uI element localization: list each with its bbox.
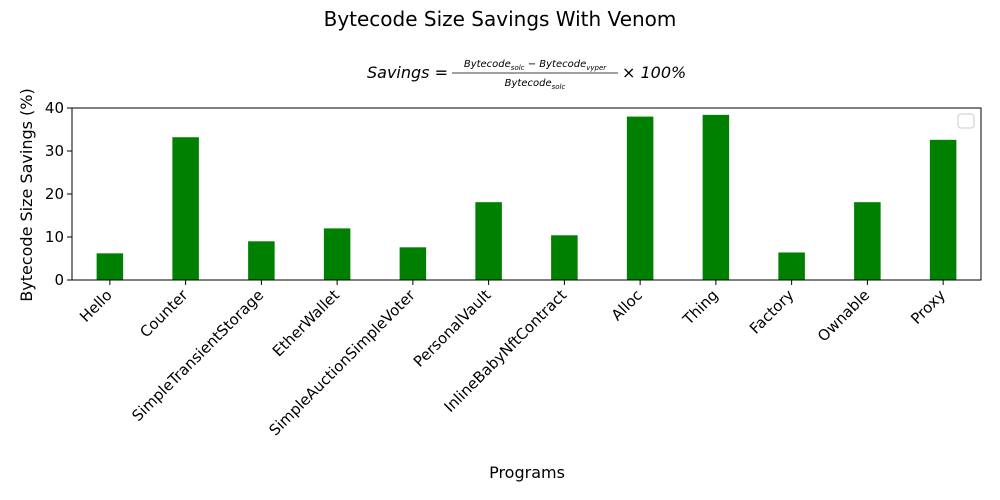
formula-denominator: Bytecodesolc — [505, 78, 566, 91]
formula-numerator: Bytecodesolc − Bytecodevyper — [464, 59, 607, 72]
x-tick-label: PersonalVault — [410, 286, 495, 371]
chart-title: Bytecode Size Savings With Venom — [324, 7, 677, 31]
bar-etherwallet — [323, 228, 351, 280]
bar-hello — [96, 253, 124, 280]
y-tick-label: 40 — [45, 99, 64, 117]
bar-personalvault — [475, 202, 502, 280]
x-tick-label: Counter — [136, 286, 192, 342]
x-tick-label: SimpleAuctionSimpleVoter — [265, 286, 419, 440]
x-tick-label: Thing — [679, 286, 722, 329]
bar-simpletransientstorage — [248, 241, 275, 280]
x-axis-label: Programs — [489, 463, 565, 482]
bar-factory — [778, 252, 805, 280]
x-tick-label: Alloc — [608, 286, 646, 324]
formula-subtitle: Savings = Bytecodesolc − Bytecodevyper B… — [367, 59, 686, 91]
x-tick-label: Factory — [746, 286, 798, 338]
bar-proxy — [929, 139, 957, 280]
bar-alloc — [626, 116, 654, 280]
legend-box — [957, 113, 975, 129]
bar-thing — [702, 114, 730, 280]
formula-suffix: × 100% — [622, 63, 686, 82]
x-tick-label: Proxy — [907, 286, 949, 328]
y-tick-label: 10 — [45, 228, 64, 246]
x-tick-label: InlineBabyNftContract — [440, 286, 570, 416]
bar-inlinebabynftcontract — [551, 235, 578, 280]
y-axis-label: Bytecode Size Savings (%) — [17, 88, 36, 301]
x-tick-label: Hello — [76, 286, 116, 326]
bar-ownable — [854, 202, 881, 280]
y-tick-label: 20 — [45, 185, 64, 203]
formula-lhs: Savings = — [367, 63, 448, 82]
axes-frame — [71, 107, 982, 281]
y-tick-label: 0 — [54, 271, 64, 289]
x-tick-label: EtherWallet — [269, 286, 343, 360]
bar-simpleauctionsimplevoter — [399, 247, 427, 280]
x-tick-label: SimpleTransientStorage — [128, 286, 267, 425]
y-tick-label: 30 — [45, 142, 64, 160]
bar-counter — [172, 137, 199, 280]
x-tick-label: Ownable — [814, 286, 873, 345]
